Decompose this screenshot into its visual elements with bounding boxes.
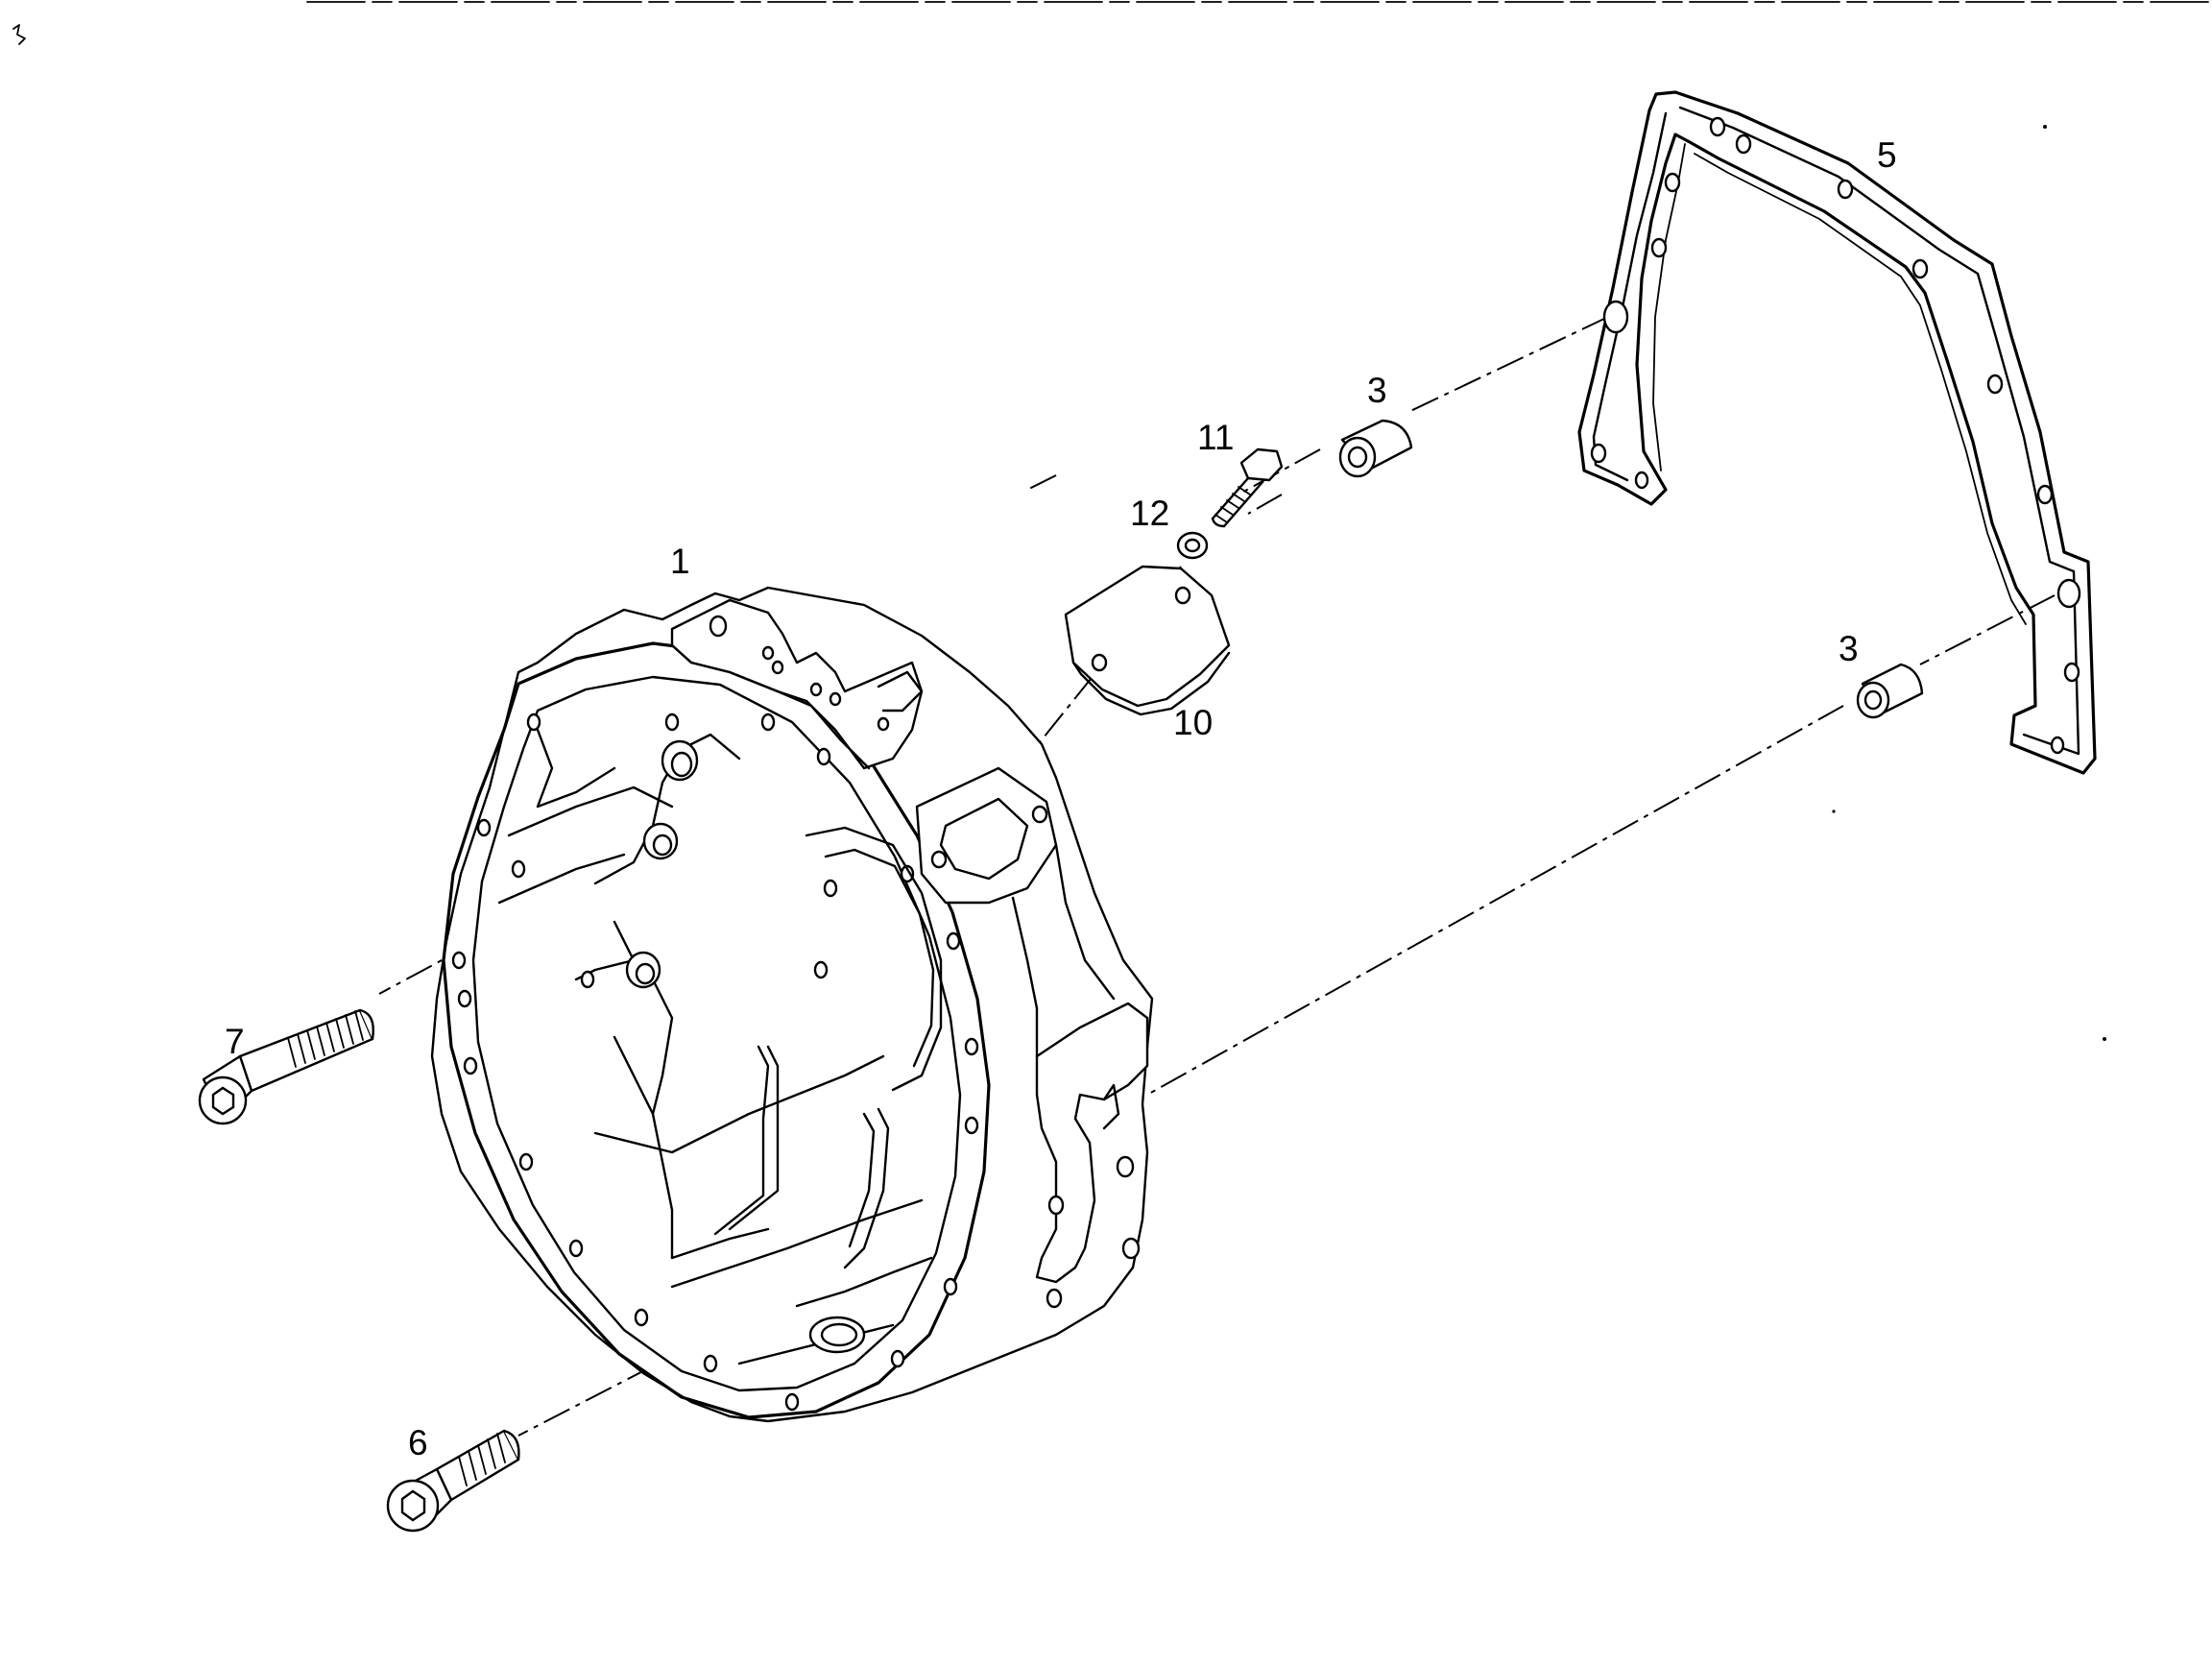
- callout-1: 1: [670, 542, 690, 581]
- callout-3-lower: 3: [1839, 629, 1859, 668]
- washer: [1176, 531, 1209, 560]
- bolt-short: [386, 1429, 520, 1533]
- callout-3-upper: 3: [1367, 371, 1387, 410]
- dowel-sleeve-upper: [1338, 419, 1413, 478]
- callout-11: 11: [1197, 418, 1234, 457]
- scan-border: [12, 1, 2212, 45]
- callout-12: 12: [1130, 494, 1169, 533]
- gasket: [1577, 90, 2097, 775]
- callout-10: 10: [1173, 703, 1213, 742]
- cover-plate: [1064, 565, 1231, 716]
- callout-5: 5: [1877, 135, 1897, 175]
- bolt-long: [198, 1008, 374, 1125]
- cover-screw: [1211, 447, 1284, 528]
- scan-specks: [1832, 125, 2106, 1041]
- dowel-sleeve-lower: [1856, 663, 1924, 719]
- flywheel-housing: [430, 586, 1154, 1423]
- callout-6: 6: [408, 1423, 428, 1462]
- part-callouts: 1 3 3 5 6 7 10 11 12: [225, 135, 1897, 1462]
- callout-7: 7: [225, 1022, 245, 1061]
